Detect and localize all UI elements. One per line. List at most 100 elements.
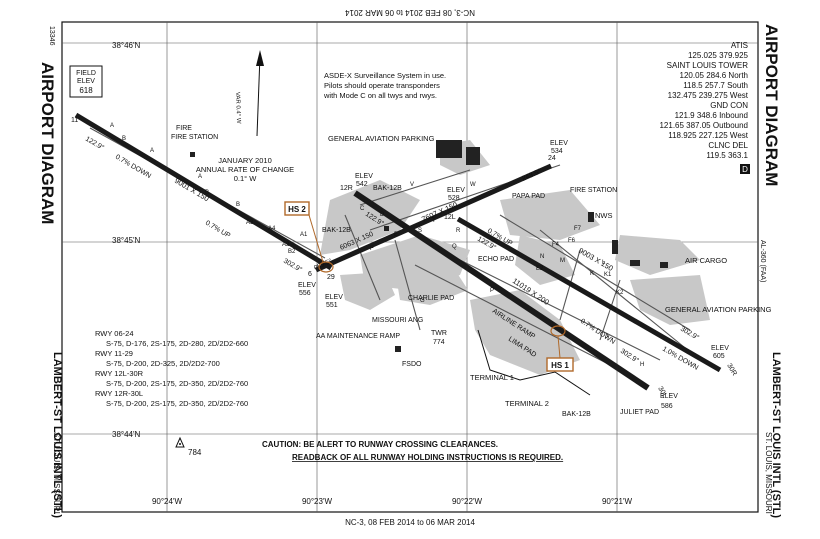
diagram-frame [61, 21, 759, 513]
svg-text:M: M [560, 258, 565, 264]
svg-text:B: B [236, 202, 240, 208]
svg-text:E2: E2 [536, 266, 544, 272]
elev-534: 534 [551, 148, 563, 155]
bak-b: BAK-12B [322, 227, 351, 234]
svg-text:C: C [360, 206, 365, 212]
magnetic-variation-arrow [256, 50, 264, 137]
rwy-end-30l: 30L [656, 386, 668, 400]
svg-text:CLNC DEL: CLNC DEL [708, 141, 748, 150]
aa-maint: AA MAINTENANCE RAMP [316, 333, 400, 340]
asde-note-2: Pilots should operate transponders [324, 81, 440, 90]
svg-text:F: F [370, 246, 374, 252]
top-edition: NC-3, 08 FEB 2014 to 06 MAR 2014 [345, 8, 475, 17]
svg-text:S-75, D-200, 2D-325, 2D/2D2-70: S-75, D-200, 2D-325, 2D/2D2-700 [106, 359, 220, 368]
fire-station-w-1: FIRE [176, 125, 192, 132]
terminal-2: TERMINAL 2 [505, 399, 549, 408]
hotspot-hs1-ring [550, 325, 566, 337]
elev-534-label: ELEV [550, 140, 568, 147]
runway-12l-30r [456, 216, 722, 373]
svg-text:ATIS: ATIS [731, 41, 748, 50]
svg-text:L: L [602, 260, 606, 266]
echo-pad: ECHO PAD [478, 256, 514, 263]
svg-text:A3: A3 [246, 220, 254, 226]
runway-strength: RWY 06-24 S-75, D-176, 2S-175, 2D-280, 2… [95, 329, 248, 408]
svg-text:118.925 227.125 West: 118.925 227.125 West [668, 131, 749, 140]
fsdo: FSDO [402, 361, 422, 368]
obstacle-symbol [175, 436, 185, 448]
nws: NWS [595, 211, 613, 220]
svg-text:121.9 348.6 Inbound: 121.9 348.6 Inbound [675, 111, 748, 120]
svg-text:RWY 06-24: RWY 06-24 [95, 329, 134, 338]
twr-label: TWR [431, 330, 447, 337]
mag-var-2: ANNUAL RATE OF CHANGE [196, 165, 294, 174]
svg-text:H: H [640, 362, 644, 368]
asde-note-1: ASDE-X Surveillance System in use. [324, 71, 446, 80]
elev-542: 542 [356, 181, 368, 188]
rwy-end-29: 29 [327, 274, 335, 281]
svg-text:G: G [420, 298, 425, 304]
rwy-end-6: 6 [308, 271, 312, 278]
rwy-end-24: 24 [548, 155, 556, 162]
elev-528: 528 [448, 195, 460, 202]
apron-areas [320, 140, 710, 375]
side-city-left: ST. LOUIS, MISSOURI [52, 432, 61, 514]
elev-528-label: ELEV [447, 187, 465, 194]
svg-text:F7: F7 [574, 226, 582, 232]
svg-text:B: B [205, 190, 209, 196]
svg-text:B: B [122, 136, 126, 142]
lon-label-1: 90°24'W [152, 497, 183, 506]
elev-605-label: ELEV [711, 345, 729, 352]
runway-12r-30l [353, 190, 650, 391]
svg-text:Q: Q [452, 244, 457, 250]
var-label: VAR 0.4° W [234, 92, 241, 124]
missouri-ang: MISSOURI ANG [372, 317, 423, 324]
chart-number-left: 13346 [48, 26, 55, 46]
lat-label-bot: 38°44'N [112, 430, 141, 439]
svg-text:A: A [110, 123, 114, 129]
svg-text:J: J [605, 334, 608, 340]
field-elev-label-2: ELEV [77, 78, 95, 85]
rwy-end-12l: 12L [444, 214, 456, 221]
asde-note-3: with Mode C on all twys and rwys. [323, 91, 437, 100]
terminal-outline [477, 329, 591, 396]
side-title-left: AIRPORT DIAGRAM [38, 62, 57, 224]
svg-text:K1: K1 [604, 272, 612, 278]
svg-text:125.025 379.925: 125.025 379.925 [688, 51, 749, 60]
d-badge-box [740, 164, 750, 174]
svg-text:R: R [456, 228, 461, 234]
d-badge: D [742, 165, 748, 174]
ga-parking-e: GENERAL AVIATION PARKING [665, 305, 772, 314]
rwy-end-11: 11 [71, 117, 78, 124]
elev-551: 551 [326, 302, 338, 309]
svg-text:P: P [490, 288, 494, 294]
mag-var-3: 0.1° W [234, 174, 258, 183]
field-elev-box [69, 65, 103, 98]
runway-06-24 [314, 163, 553, 273]
field-elev-value: 618 [79, 86, 93, 95]
svg-text:RWY 12R-30L: RWY 12R-30L [95, 389, 143, 398]
bak-c: BAK-12B [562, 411, 591, 418]
lon-label-3: 90°22'W [452, 497, 483, 506]
svg-text:B2: B2 [288, 249, 296, 255]
elev-605: 605 [713, 353, 725, 360]
svg-text:S-75, D-200, 2S-175, 2D-350, 2: S-75, D-200, 2S-175, 2D-350, 2D/2D2-760 [106, 399, 248, 408]
elev-586: 586 [661, 403, 673, 410]
svg-text:E: E [394, 232, 398, 238]
elev-556-label: ELEV [298, 282, 316, 289]
svg-text:RWY 12L-30R: RWY 12L-30R [95, 369, 144, 378]
twr-value: 774 [433, 339, 445, 346]
lat-label-mid: 38°45'N [112, 236, 141, 245]
ga-parking-n: GENERAL AVIATION PARKING [328, 134, 435, 143]
svg-text:SAINT LOUIS TOWER: SAINT LOUIS TOWER [667, 61, 749, 70]
svg-text:K2: K2 [616, 290, 624, 296]
runways [74, 112, 722, 391]
hotspot-hs1: HS 1 [551, 361, 569, 370]
hotspot-hs2: HS 2 [288, 205, 306, 214]
side-airport-right: LAMBERT-ST LOUIS INTL (STL) [770, 352, 782, 518]
elev-556: 556 [299, 290, 311, 297]
svg-text:S-75, D-176, 2S-175, 2D-280, 2: S-75, D-176, 2S-175, 2D-280, 2D/2D2-660 [106, 339, 248, 348]
lat-label-top: 38°46'N [112, 41, 141, 50]
buildings [190, 140, 668, 352]
svg-text:S: S [418, 228, 422, 234]
